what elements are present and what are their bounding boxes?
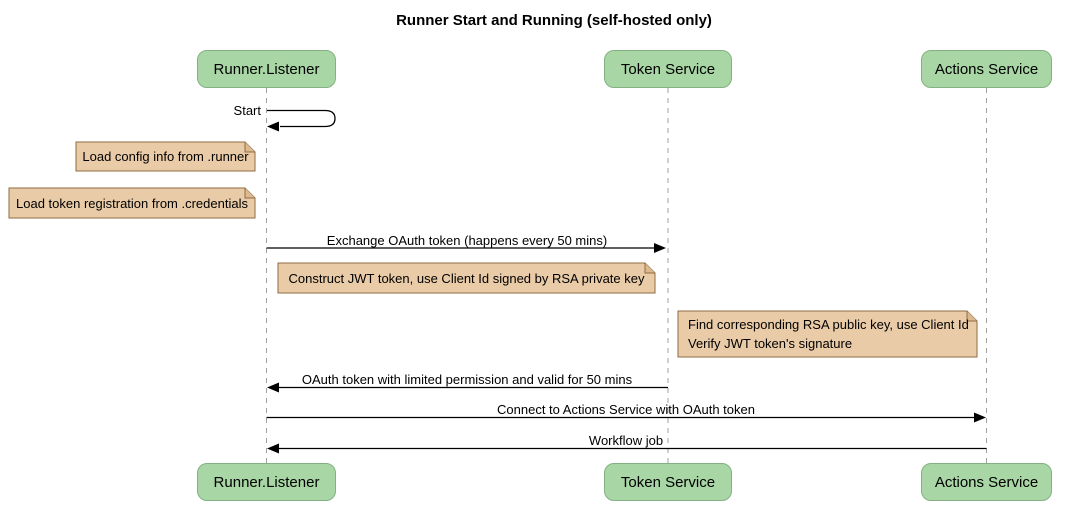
note-verify-jwt-shape	[677, 310, 978, 358]
note-fold-icon	[244, 142, 255, 153]
message-connect-actions-label: Connect to Actions Service with OAuth to…	[497, 402, 755, 417]
message-exchange-oauth-arrowhead-icon	[654, 243, 666, 253]
participant-label: Token Service	[620, 60, 716, 78]
participant-label: Runner.Listener	[213, 473, 320, 491]
participant-runner-listener-bottom: Runner.Listener	[197, 463, 336, 501]
message-oauth-token-arrowhead-icon	[267, 382, 279, 393]
note-load-config-shape	[75, 141, 256, 172]
participant-label: Actions Service	[934, 60, 1039, 78]
note-line: Verify JWT token's signature	[688, 336, 853, 351]
note-load-config-text: Load config info from .runner	[82, 149, 249, 164]
diagram-title: Runner Start and Running (self-hosted on…	[396, 12, 712, 29]
note-fold-icon	[644, 263, 655, 274]
message-start-arrowhead-icon	[267, 121, 279, 132]
participant-actions-service-bottom: Actions Service	[921, 463, 1052, 501]
message-workflow-job-label: Workflow job	[588, 433, 664, 448]
participant-runner-listener-top: Runner.Listener	[197, 50, 336, 88]
note-load-token-registration-shape	[8, 187, 256, 219]
note-construct-jwt-shape	[277, 262, 656, 294]
message-start-self-loop-line	[267, 109, 336, 128]
note-line: Find corresponding RSA public key, use C…	[688, 317, 969, 332]
message-oauth-token-label: OAuth token with limited permission and …	[301, 372, 633, 387]
note-verify-jwt-text: Find corresponding RSA public key, use C…	[678, 311, 977, 357]
note-construct-jwt-text: Construct JWT token, use Client Id signe…	[288, 270, 645, 286]
note-load-token-registration-text: Load token registration from .credential…	[16, 195, 248, 211]
participant-token-service-bottom: Token Service	[604, 463, 732, 501]
note-fold-icon	[244, 188, 255, 199]
participant-actions-service-top: Actions Service	[921, 50, 1052, 88]
message-workflow-job-arrowhead-icon	[267, 443, 279, 454]
participant-label: Runner.Listener	[213, 60, 320, 78]
note-fold-icon	[966, 311, 977, 322]
participant-token-service-top: Token Service	[604, 50, 732, 88]
message-start-label: Start	[233, 103, 261, 118]
message-connect-actions-arrowhead-icon	[974, 412, 986, 423]
message-exchange-oauth-label: Exchange OAuth token (happens every 50 m…	[326, 233, 608, 248]
participant-label: Token Service	[620, 473, 716, 491]
participant-label: Actions Service	[934, 473, 1039, 491]
